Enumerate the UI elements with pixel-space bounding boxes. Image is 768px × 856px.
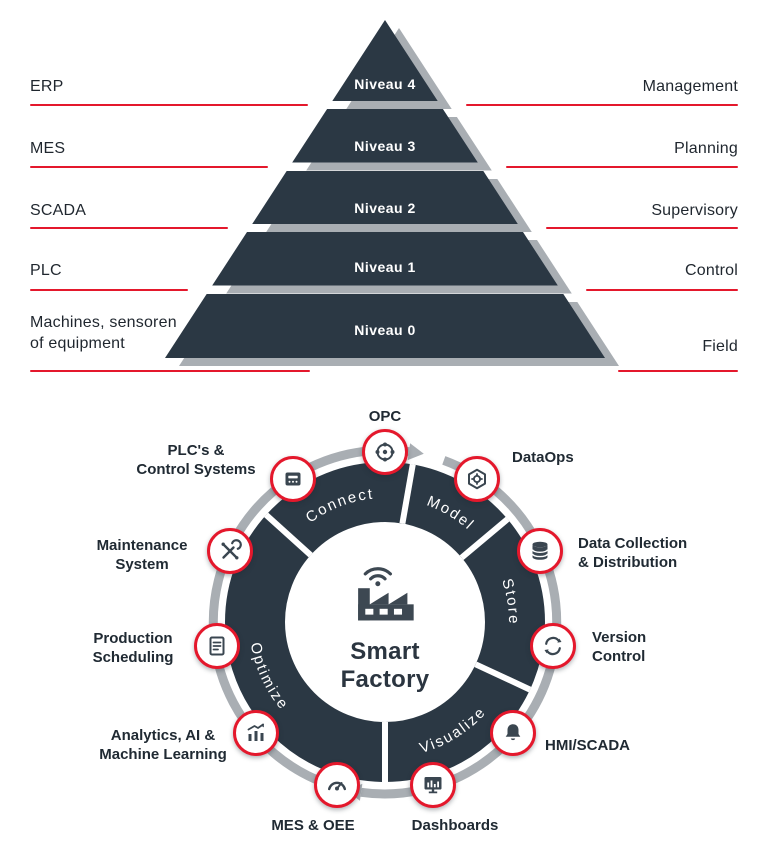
opc-network-icon [375,442,395,462]
alarm-bell-icon [505,724,521,741]
pyramid-left-label-erp: ERP [30,78,64,95]
node-analytics-ai-ml [233,710,279,756]
node-dashboards [410,762,456,808]
node-hmi-scada [490,710,536,756]
pyramid-level-1-shape [212,232,558,286]
node-data-collection [517,528,563,574]
dashboard-screen-icon [424,777,442,794]
pyramid-right-label-supervisory: Supervisory [651,202,738,219]
tools-icon [221,539,242,560]
node-production-scheduling [194,623,240,669]
red-divider-line [30,104,308,106]
pyramid-level-3-label: Niveau 3 [354,138,416,154]
red-divider-line [618,370,738,372]
pyramid-level-2-shape [252,170,518,224]
node-maintenance-system [207,528,253,574]
label-mes-oee: MES & OEE [271,817,355,834]
pyramid-level-1-label: Niveau 1 [354,259,416,275]
node-version-control [530,623,576,669]
red-divider-line [586,289,738,291]
node-opc [362,429,408,475]
pyramid-right-label-field: Field [702,338,738,355]
pyramid-shape: Niveau 4 Niveau 3 Niveau 2 Niveau 1 Nive… [165,20,619,366]
node-mes-oee [314,762,360,808]
label-plc-control-systems: PLC's & Control Systems [136,442,256,478]
gauge-icon [328,781,346,791]
label-production-scheduling: Production Scheduling [92,630,174,666]
smart-factory-hub: Smart Factory [310,552,460,695]
pyramid-level-4-label: Niveau 4 [354,76,416,92]
pyramid-level-2-label: Niveau 2 [354,200,416,216]
label-dataops: DataOps [512,449,574,466]
segment-dividers [264,463,532,782]
pyramid-level-3-shape [292,109,478,163]
node-dataops [454,456,500,502]
label-maintenance-system: Maintenance System [96,537,188,573]
red-divider-line [506,166,738,168]
label-dashboards: Dashboards [411,817,499,834]
pyramid-left-label-plc: PLC [30,262,62,279]
label-opc: OPC [368,408,402,425]
pyramid-right-label-planning: Planning [674,140,738,157]
red-divider-line [466,104,738,106]
pyramid-left-label-scada: SCADA [30,202,87,219]
pyramid-right-label-control: Control [685,262,738,279]
dataops-hexagon-gear-icon [468,468,486,490]
label-analytics-ai-ml: Analytics, AI & Machine Learning [99,727,227,763]
red-divider-line [30,289,188,291]
database-icon [531,541,549,560]
wifi-factory-icon [358,567,414,621]
pyramid-level-0-label: Niveau 0 [354,322,416,338]
sync-arrows-icon [544,636,562,656]
plc-module-icon [285,472,301,486]
label-version-control: Version Control [592,629,647,665]
cycle-arrowhead-icon [407,443,424,461]
pyramid-level-0-shape [165,293,605,358]
schedule-document-icon [209,636,225,656]
bar-chart-trend-icon [247,723,264,741]
node-plc-control-systems [270,456,316,502]
red-divider-line [30,166,268,168]
smart-factory-title: Smart Factory [340,638,430,694]
label-data-collection: Data Collection & Distribution [578,535,688,571]
pyramid-left-label-machines: Machines, sensoren of equipment [30,314,177,352]
pyramid-right-label-management: Management [642,78,738,95]
pyramid-left-label-mes: MES [30,140,66,157]
label-hmi-scada: HMI/SCADA [545,737,630,754]
red-divider-line [30,370,310,372]
red-divider-line [30,227,228,229]
red-divider-line [546,227,738,229]
